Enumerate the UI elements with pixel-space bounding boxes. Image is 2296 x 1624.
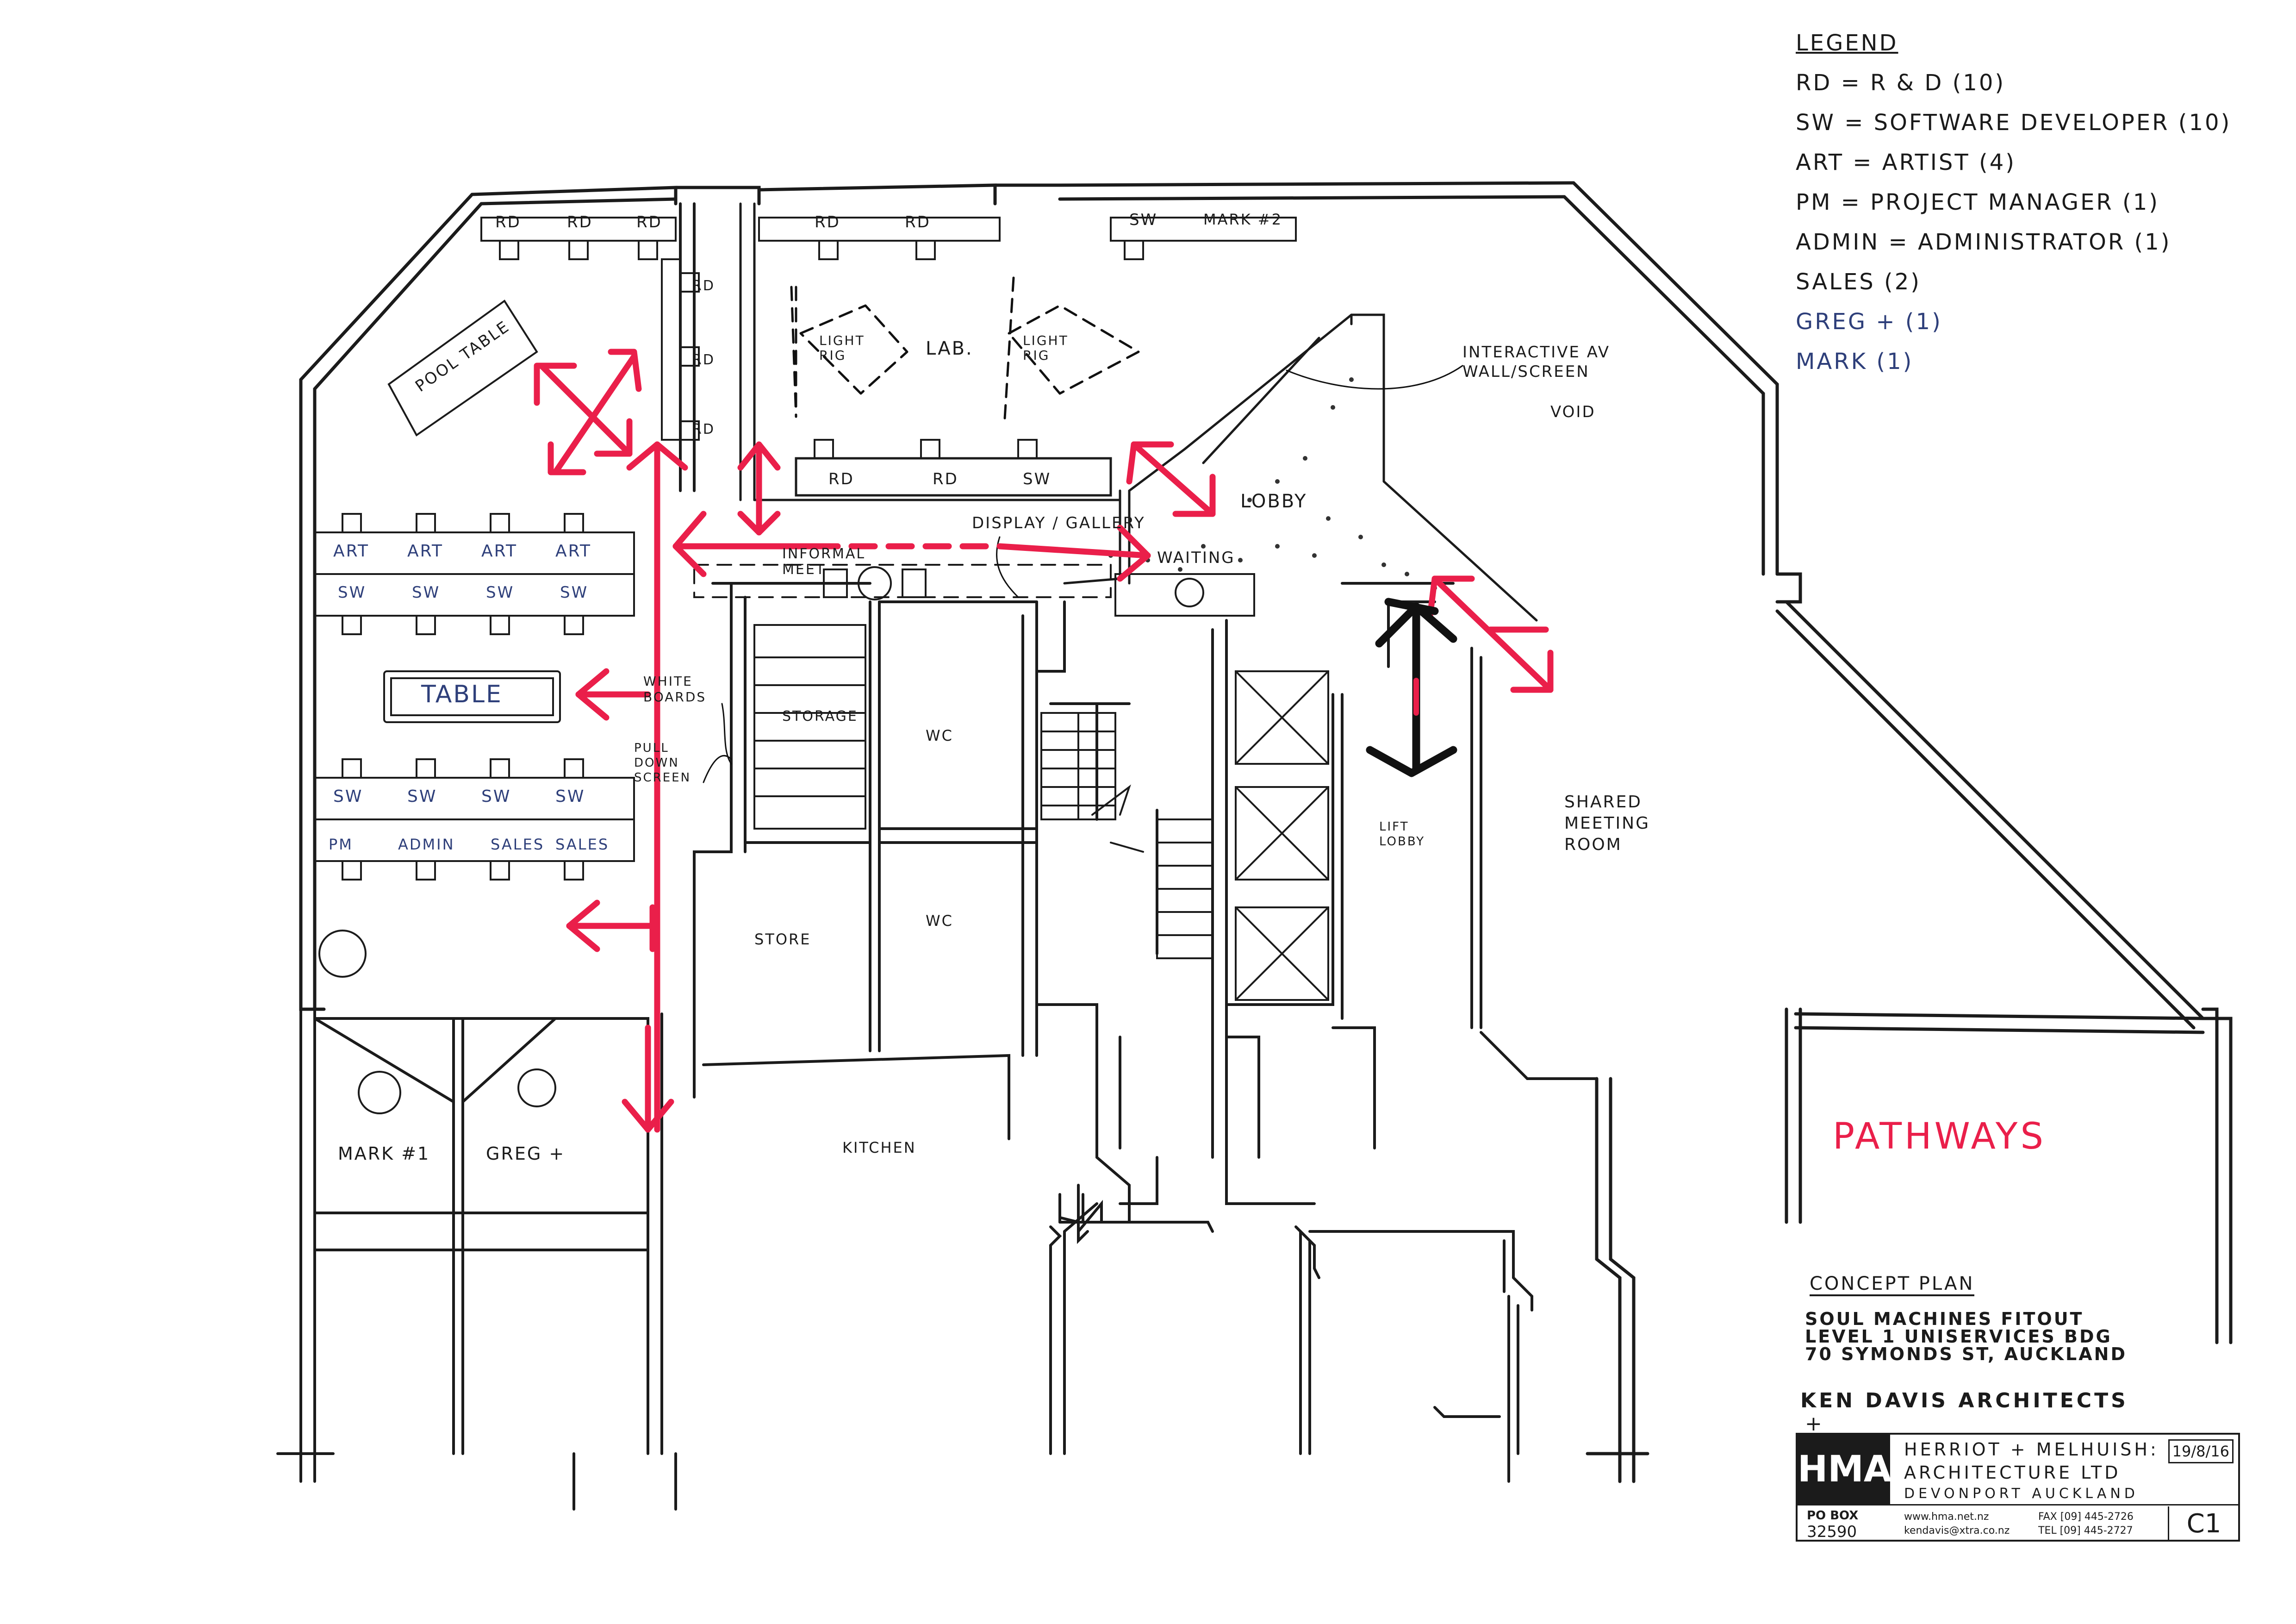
desk-label: SALES <box>491 836 545 853</box>
label-light-rig-2: LIGHT RIG <box>1023 333 1069 363</box>
legend-entry: SW = SOFTWARE DEVELOPER (10) <box>1796 110 2232 136</box>
desk-label: RD <box>495 213 521 231</box>
firm-line-2: ARCHITECTURE LTD <box>1904 1462 2121 1483</box>
architect-name: KEN DAVIS ARCHITECTS <box>1800 1389 2128 1412</box>
legend-entry: MARK (1) <box>1796 349 1914 375</box>
desk-label: RD <box>905 213 931 231</box>
legend-entry: GREG + (1) <box>1796 309 1942 335</box>
desk-label: PM <box>329 836 353 853</box>
project-line: 70 SYMONDS ST, AUCKLAND <box>1805 1344 2127 1364</box>
light-rigs <box>790 276 1140 427</box>
desk-label: ART <box>481 542 518 561</box>
hma-logo: HMA <box>1798 1435 1892 1504</box>
firm-line-1: HERRIOT + MELHUISH: <box>1904 1439 2159 1460</box>
po-box-label: PO BOX <box>1807 1509 1859 1523</box>
pathway-arrows <box>534 349 1554 1133</box>
label-pull-down-screen: PULL DOWN SCREEN <box>634 741 691 785</box>
label-mark-1: MARK #1 <box>338 1143 430 1164</box>
desk-label: ART <box>407 542 444 561</box>
desk-label: ART <box>555 542 592 561</box>
lift-shafts <box>1235 670 1329 1001</box>
label-wc-1: WC <box>926 727 953 744</box>
stairs <box>1040 712 1213 959</box>
concept-plan: CONCEPT PLAN <box>1810 1273 1975 1296</box>
po-box-number: 32590 <box>1807 1523 1857 1541</box>
desk-label: SW <box>560 583 589 602</box>
label-waiting: WAITING <box>1157 549 1235 567</box>
label-greg: GREG + <box>486 1143 566 1164</box>
legend-entry: PM = PROJECT MANAGER (1) <box>1796 189 2160 215</box>
core-walls <box>679 202 1598 1483</box>
legend-entry: SALES (2) <box>1796 269 1921 295</box>
desk-label: RD <box>933 470 958 488</box>
leader-lines <box>703 365 1463 783</box>
desks <box>314 217 1297 1114</box>
fax: FAX [09] 445-2726 <box>2038 1511 2134 1523</box>
legend: LEGEND RD = R & D (10) SW = SOFTWARE DEVE… <box>1796 23 2259 381</box>
desk-label: SALES <box>555 836 610 853</box>
label-void: VOID <box>1550 403 1596 421</box>
label-interactive-av: INTERACTIVE AV WALL/SCREEN <box>1462 343 1611 381</box>
label-wc-2: WC <box>926 912 953 930</box>
label-lobby: LOBBY <box>1240 491 1307 512</box>
architect-plus: + <box>1805 1412 1822 1436</box>
legend-entry: RD = R & D (10) <box>1796 70 2006 96</box>
email: kendavis@xtra.co.nz <box>1904 1525 2010 1537</box>
desk-label: ART <box>333 542 370 561</box>
desk-label: SW <box>486 583 515 602</box>
label-storage: STORAGE <box>782 708 858 725</box>
label-shared-meeting-room: SHARED MEETING ROOM <box>1564 793 1650 854</box>
web: www.hma.net.nz <box>1904 1511 1989 1523</box>
desk-label: RD <box>567 213 593 231</box>
project-line: LEVEL 1 UNISERVICES BDG <box>1805 1326 2112 1347</box>
desk-label: SW <box>481 787 511 806</box>
sheet: C1 <box>2168 1506 2239 1541</box>
desk-label: ADMIN <box>398 836 455 853</box>
tel: TEL [09] 445-2727 <box>2038 1525 2133 1537</box>
legend-title: LEGEND <box>1796 30 1898 56</box>
project-line: SOUL MACHINES FITOUT <box>1805 1309 2084 1329</box>
label-pathways: PATHWAYS <box>1833 1116 2046 1157</box>
desk-label: RD <box>828 470 854 488</box>
desk-label: RD <box>815 213 840 231</box>
label-display-gallery: DISPLAY / GALLERY <box>972 514 1145 532</box>
desk-label: RD <box>692 278 715 294</box>
west-wing-lower <box>276 1008 677 1511</box>
desk-label: SW <box>407 787 437 806</box>
desk-label: RD <box>692 421 715 437</box>
label-light-rig-1: LIGHT RIG <box>819 333 865 363</box>
location: DEVONPORT AUCKLAND <box>1904 1486 2139 1502</box>
firm-box: HMA HERRIOT + MELHUISH: ARCHITECTURE LTD… <box>1796 1433 2240 1542</box>
legend-entry: ART = ARTIST (4) <box>1796 150 2016 175</box>
desk-label: SW <box>1023 470 1052 488</box>
label-store: STORE <box>754 931 811 948</box>
label-lab: LAB. <box>926 338 973 359</box>
label-pool-table: POOL TABLE <box>412 317 513 396</box>
building-outline <box>299 181 2233 1483</box>
desk-label: SW <box>333 787 363 806</box>
desk-label: RD <box>636 213 662 231</box>
storage-shelves <box>753 624 866 830</box>
date: 19/8/16 <box>2168 1439 2234 1463</box>
label-table: TABLE <box>421 681 503 708</box>
label-informal-meet: INFORMAL MEET <box>782 546 866 578</box>
desk-label: SW <box>412 583 441 602</box>
label-white-boards: WHITE BOARDS <box>643 674 707 705</box>
divider <box>1798 1504 2238 1505</box>
label-mark-2: MARK #2 <box>1203 211 1283 228</box>
desk-label-top-right-sw: SW <box>1129 211 1158 229</box>
label-lift-lobby: LIFT LOBBY <box>1379 820 1425 849</box>
legend-entry: ADMIN = ADMINISTRATOR (1) <box>1796 229 2172 255</box>
legend-entries: RD = R & D (10) SW = SOFTWARE DEVELOPER (… <box>1796 63 2259 381</box>
desk-label: SW <box>338 583 367 602</box>
desk-label: SW <box>555 787 585 806</box>
label-kitchen: KITCHEN <box>842 1139 916 1156</box>
desk-label: RD <box>692 352 715 368</box>
